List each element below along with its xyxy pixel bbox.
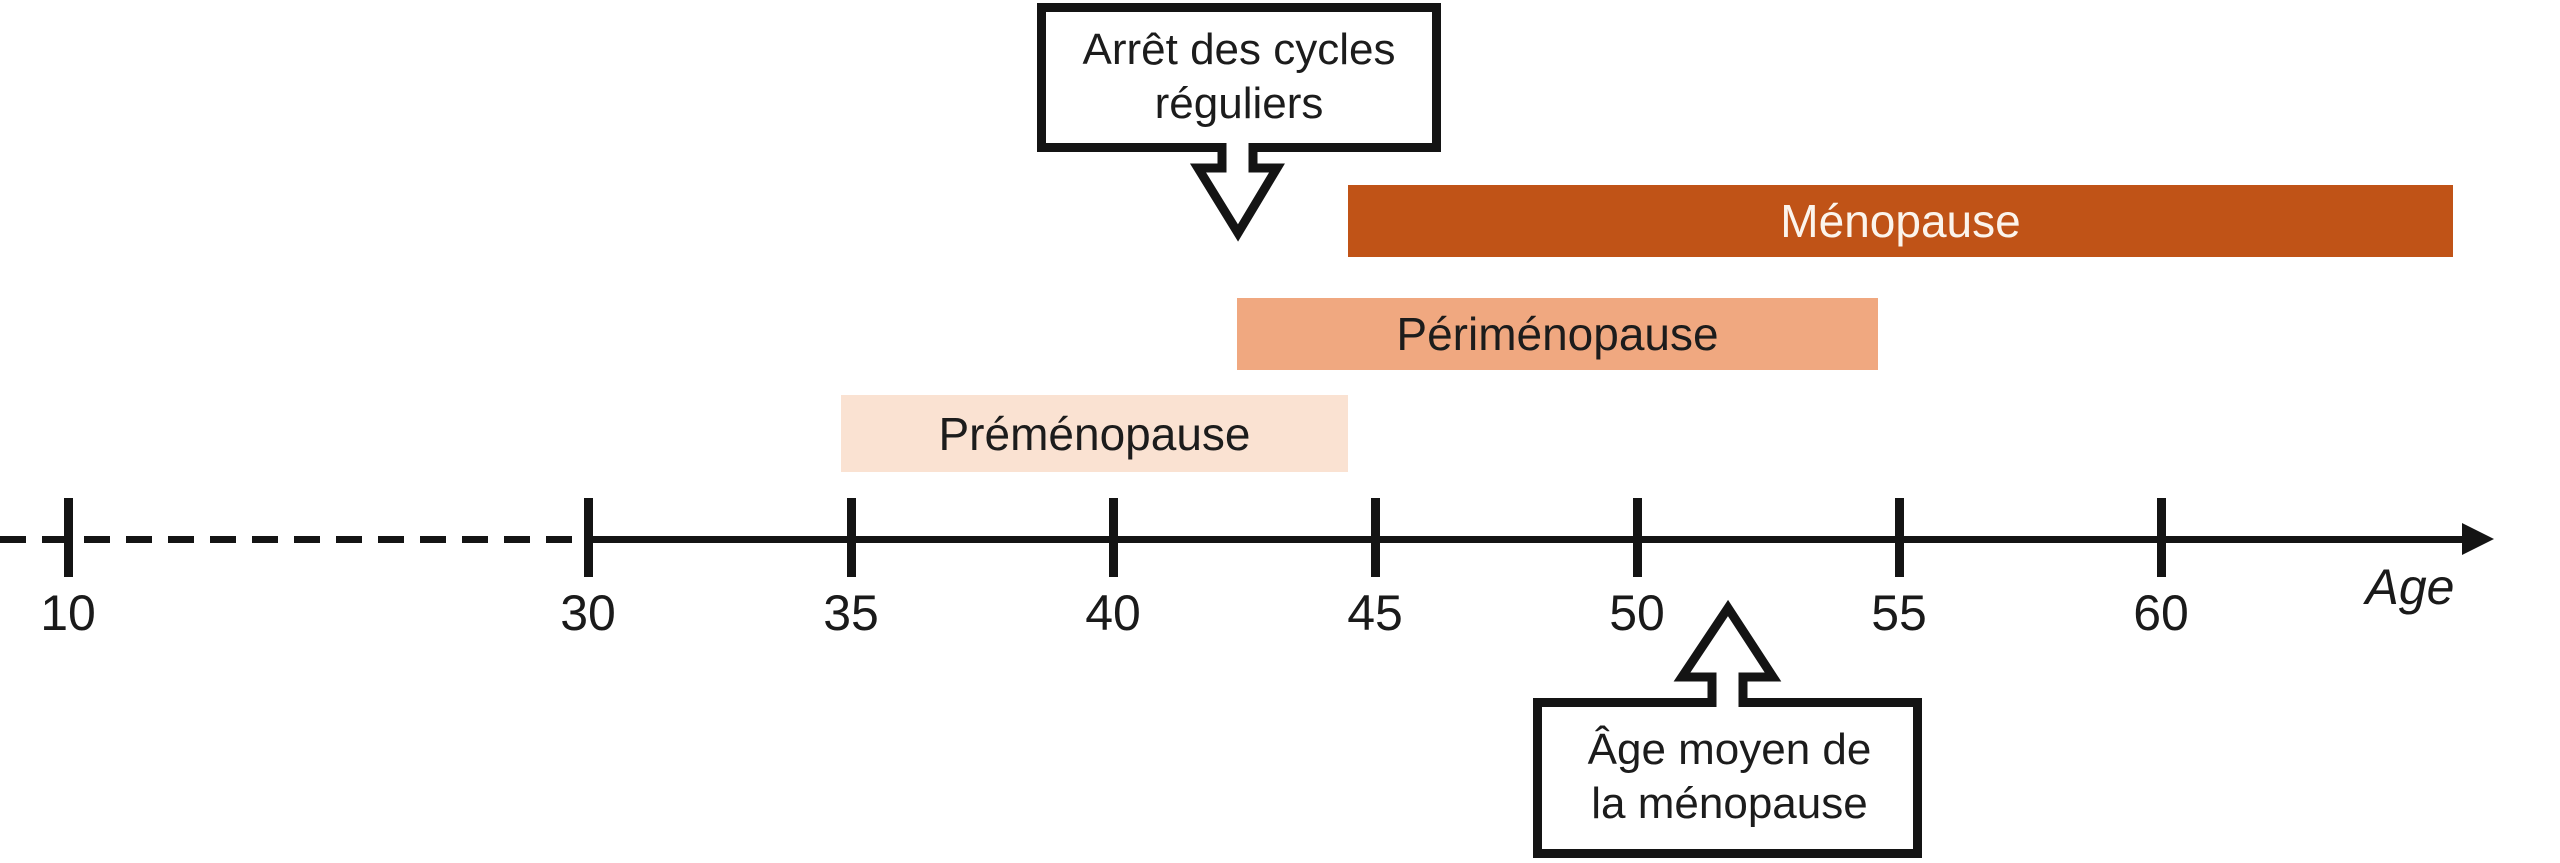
callout-cycle-stop-line1: Arrêt des cycles [1082,25,1396,75]
axis-tick-55 [1895,498,1904,577]
axis-arrowhead-icon [2462,523,2494,555]
axis-tick-label-35: 35 [823,585,879,641]
bar-perimenopause: Périménopause [1237,298,1878,370]
axis-tick-10 [64,498,73,577]
bar-perimenopause-label: Périménopause [1396,308,1719,360]
bar-premenopause: Préménopause [841,395,1348,472]
axis-tick-40 [1109,498,1118,577]
axis-tick-50 [1633,498,1642,577]
axis-line [586,536,2466,543]
axis-tick-label-60: 60 [2133,585,2189,641]
axis-tick-45 [1371,498,1380,577]
axis-tick-35 [847,498,856,577]
axis-tick-30 [584,498,593,577]
bar-menopause: Ménopause [1348,185,2453,257]
callout-average-age-line2: la ménopause [1591,779,1868,828]
axis-tick-label-30: 30 [560,585,616,641]
axis-tick-60 [2157,498,2166,577]
callout-cycle-stop: Arrêt des cycles réguliers [1045,10,1433,144]
axis-tick-label-40: 40 [1085,585,1141,641]
axis-title-age: Age [2365,559,2455,615]
axis-tick-label-55: 55 [1871,585,1927,641]
axis-tick-label-45: 45 [1347,585,1403,641]
bar-menopause-label: Ménopause [1780,195,2021,247]
callout-average-age-line1: Âge moyen de [1587,725,1872,775]
callout-average-age: Âge moyen de la ménopause [1541,704,1918,850]
axis-tick-label-10: 10 [40,585,96,641]
callout-cycle-stop-line2: réguliers [1154,79,1324,128]
axis-tick-label-50: 50 [1609,585,1665,641]
axis-dashed-segment [0,536,588,543]
bar-premenopause-label: Préménopause [938,407,1251,460]
